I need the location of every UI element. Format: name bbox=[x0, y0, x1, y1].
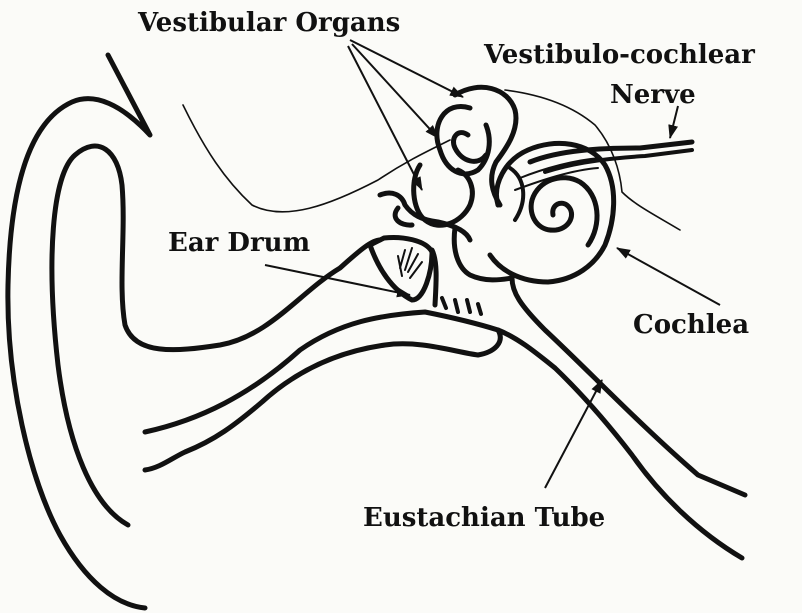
vestibular-pointer-1 bbox=[350, 40, 463, 97]
semicircular-canal-inner bbox=[453, 133, 486, 162]
skull-contour bbox=[183, 105, 450, 212]
vestibulo-cochlear-label: Vestibulo-cochlear bbox=[484, 42, 755, 68]
middle-ear-bone-ticks bbox=[442, 298, 481, 314]
vestibular-pointer-2 bbox=[352, 44, 438, 138]
ear-drum-label: Ear Drum bbox=[168, 230, 310, 256]
nerve-pointer bbox=[670, 106, 678, 138]
ear-canal-lower bbox=[145, 312, 500, 470]
cochlea-label: Cochlea bbox=[633, 312, 749, 338]
pinna-inner-fold bbox=[52, 146, 380, 525]
cochlea-pointer bbox=[617, 248, 720, 305]
cochlea-spiral bbox=[531, 178, 597, 245]
vestibular-organs-label: Vestibular Organs bbox=[138, 10, 400, 36]
semicircular-canal-posterior bbox=[437, 106, 489, 173]
ear-drum-rays bbox=[398, 248, 422, 278]
eustachian-pointer bbox=[545, 380, 602, 488]
nerve-label: Nerve bbox=[610, 82, 696, 108]
vestibular-pointer-3 bbox=[348, 46, 422, 190]
cochlea-turn bbox=[510, 168, 523, 220]
eustachian-tube-label: Eustachian Tube bbox=[363, 505, 605, 531]
